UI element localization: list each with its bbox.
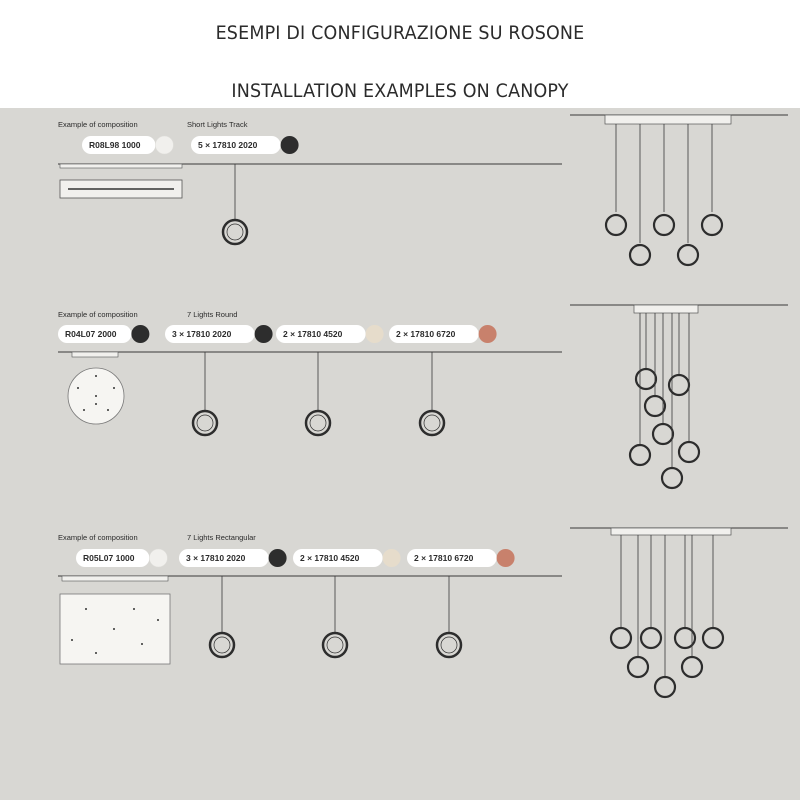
chip-row: R08L98 1000 5 × 17810 2020 [82, 135, 299, 155]
title-italian: ESEMPI DI CONFIGURAZIONE SU ROSONE [215, 22, 585, 44]
pendant-ring [221, 218, 249, 246]
canopy-side [59, 163, 183, 169]
section-1: Example of composition Short Lights Trac… [58, 114, 788, 267]
type-label: 7 Lights Rectangular [187, 533, 256, 542]
diagram-panel [0, 108, 800, 800]
canopy-side-view [604, 114, 732, 125]
section-2: Example of composition 7 Lights Round R0… [58, 304, 788, 490]
canopy-side-view [610, 527, 732, 536]
front-pendants [208, 576, 463, 659]
chip: 2 × 17810 4520 [276, 325, 384, 343]
side-view-pendants [609, 535, 725, 699]
side-view-pendants [628, 313, 701, 490]
chip: 2 × 17810 6720 [407, 549, 515, 567]
chip-label: R05L07 1000 [83, 553, 135, 563]
color-swatch-cream [382, 549, 401, 567]
chip: 5 × 17810 2020 [191, 136, 299, 154]
chip: 3 × 17810 2020 [179, 549, 287, 567]
chip-row: R04L07 2000 3 × 17810 2020 2 × 17810 4520 2… [58, 325, 497, 343]
canopy-side-view [633, 304, 699, 314]
color-swatch-black [131, 325, 150, 343]
color-swatch-copper [496, 549, 515, 567]
color-swatch-white [149, 548, 168, 568]
chip: R08L98 1000 [82, 135, 174, 155]
color-swatch-black [254, 325, 273, 343]
color-swatch-black [280, 136, 299, 154]
chip-label: 2 × 17810 6720 [396, 329, 456, 339]
chip-label: 2 × 17810 4520 [300, 553, 360, 563]
side-view-pendants [604, 124, 724, 267]
chip-label: R08L98 1000 [89, 140, 141, 150]
front-pendants [191, 352, 446, 437]
chip: R04L07 2000 [58, 325, 150, 343]
chip-row: R05L07 1000 3 × 17810 2020 2 × 17810 4520 2… [76, 548, 515, 568]
color-swatch-white [155, 135, 174, 155]
canopy-holes [71, 608, 159, 654]
canopy-side [61, 575, 169, 582]
pendant-ring-inner [226, 223, 244, 241]
chip-label: 3 × 17810 2020 [186, 553, 246, 563]
chip-label: 2 × 17810 6720 [414, 553, 474, 563]
title-english: INSTALLATION EXAMPLES ON CANOPY [231, 80, 569, 102]
color-swatch-black [268, 549, 287, 567]
color-swatch-cream [365, 325, 384, 343]
chip-label: R04L07 2000 [65, 329, 117, 339]
section-3: Example of composition 7 Lights Rectangu… [58, 527, 788, 699]
chip-label: 2 × 17810 4520 [283, 329, 343, 339]
canopy-side [71, 351, 119, 358]
chip: R05L07 1000 [76, 548, 168, 568]
chip: 2 × 17810 6720 [389, 325, 497, 343]
composition-label: Example of composition [58, 533, 138, 542]
chip: 3 × 17810 2020 [165, 325, 273, 343]
canopy-holes [77, 375, 115, 411]
chip-label: 5 × 17810 2020 [198, 140, 258, 150]
chip: 2 × 17810 4520 [293, 549, 401, 567]
composition-label: Example of composition [58, 310, 138, 319]
type-label: Short Lights Track [187, 120, 248, 129]
chip-label: 3 × 17810 2020 [172, 329, 232, 339]
color-swatch-copper [478, 325, 497, 343]
composition-label: Example of composition [58, 120, 138, 129]
type-label: 7 Lights Round [187, 310, 237, 319]
